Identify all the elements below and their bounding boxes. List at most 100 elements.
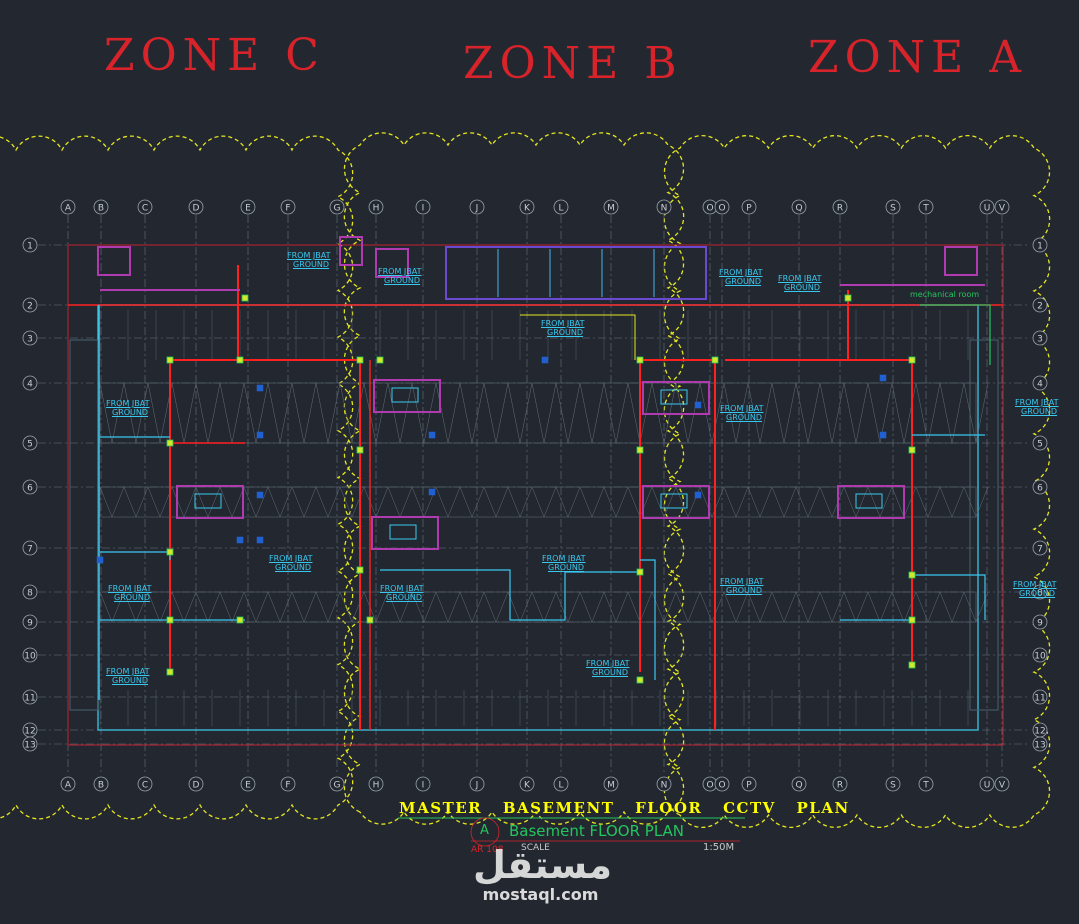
parking-bay <box>699 591 725 623</box>
grid-bubble-bottom-circle <box>553 776 569 792</box>
grid-bubble-bottom-circle <box>714 776 730 792</box>
from-jbat-line2: GROUND <box>386 593 423 602</box>
grid-bubble-top: N <box>661 204 668 214</box>
parking-bay <box>171 486 197 518</box>
cable-run <box>170 359 361 730</box>
grid-bubble-top-circle <box>519 199 535 215</box>
cctv-camera <box>636 676 644 684</box>
parking-bay <box>939 486 965 518</box>
from-jbat-line1: FROM JBAT <box>720 404 764 413</box>
parking-bay <box>579 486 605 518</box>
parking-bay <box>147 591 173 623</box>
grid-bubble-bottom-circle <box>832 776 848 792</box>
grid-bubble-bottom: U <box>984 781 991 791</box>
stair-inner <box>660 389 688 405</box>
parking-bay <box>531 486 557 518</box>
from-jbat-line1: FROM JBAT <box>269 554 313 563</box>
parking-bay <box>963 486 989 518</box>
grid-bubble-top-circle <box>994 199 1010 215</box>
parking-bay <box>939 382 965 444</box>
grid-bubble-right: 13 <box>1034 741 1045 751</box>
cable-run <box>100 551 171 560</box>
grid-bubble-bottom-circle <box>656 776 672 792</box>
grid-bubble-bottom-circle <box>918 776 934 792</box>
cable-run <box>380 569 640 621</box>
grid-bubble-right-circle <box>1032 435 1048 451</box>
from-jbat-line1: FROM JBAT <box>1015 398 1059 407</box>
parking-bay <box>699 486 725 518</box>
parking-bay <box>603 486 629 518</box>
parking-bay <box>747 486 773 518</box>
sheet-ref-number: AR 108 <box>471 845 504 855</box>
grid-bubble-right-circle <box>1032 540 1048 556</box>
from-jbat-line2: GROUND <box>112 408 149 417</box>
grid-bubble-right: 2 <box>1037 302 1043 312</box>
zone-a-cloud <box>663 135 1051 828</box>
from-jbat-line2: GROUND <box>725 277 762 286</box>
column-marker <box>879 374 887 382</box>
grid-bubble-top-circle <box>469 199 485 215</box>
cctv-camera <box>711 356 719 364</box>
grid-bubble-right: 1 <box>1037 242 1043 252</box>
cctv-devices <box>96 294 916 684</box>
cctv-camera <box>236 616 244 624</box>
grid-bubble-right-circle <box>1032 297 1048 313</box>
from-jbat-line1: FROM JBAT <box>719 268 763 277</box>
from-jbat-line2: GROUND <box>384 276 421 285</box>
grid-bubble-bottom-circle <box>603 776 619 792</box>
stair-inner <box>855 493 883 509</box>
cctv-camera <box>166 439 174 447</box>
parking-bay <box>411 382 437 444</box>
grid-bubble-left-circle <box>22 435 38 451</box>
grid-bubble-bottom: N <box>661 781 668 791</box>
grid-bubble-top: U <box>984 204 991 214</box>
grid-bubble-top: B <box>98 204 104 214</box>
grid-bubble-top: K <box>524 204 531 214</box>
grid-bubble-top-circle <box>240 199 256 215</box>
parking-bay <box>195 382 221 444</box>
parking-bay <box>243 486 269 518</box>
parking-row <box>99 486 977 518</box>
grid-bubble-top-circle <box>137 199 153 215</box>
grid-bubble-top-circle <box>885 199 901 215</box>
grid-bubble-left: 8 <box>27 589 33 599</box>
parking-bay <box>123 382 149 444</box>
parking-row <box>99 591 977 623</box>
cctv-camera <box>636 568 644 576</box>
parking-bay <box>771 382 797 444</box>
grid-bubble-top-circle <box>553 199 569 215</box>
grid-bubble-left: 12 <box>24 727 35 737</box>
grid-bubble-bottom-circle <box>188 776 204 792</box>
from-jbat-line1: FROM JBAT <box>287 251 331 260</box>
parking-bay <box>507 486 533 518</box>
grid-bubble-bottom-circle <box>368 776 384 792</box>
parking-bay <box>675 591 701 623</box>
parking-bay <box>795 591 821 623</box>
grid-bubble-bottom: L <box>558 781 563 791</box>
cable-run <box>912 574 986 620</box>
from-jbat-line1: FROM JBAT <box>378 267 422 276</box>
parking-bay <box>195 486 221 518</box>
parking-bay <box>819 382 845 444</box>
parking-bay <box>843 591 869 623</box>
grid-bubble-top-circle <box>60 199 76 215</box>
parking-bay <box>363 382 389 444</box>
grid-bubble-bottom: V <box>999 781 1006 791</box>
grid-bubble-bottom: F <box>285 781 290 791</box>
cctv-camera <box>844 294 852 302</box>
grid-bubble-right: 4 <box>1037 380 1043 390</box>
zone-c-cloud <box>0 135 354 820</box>
grid-bubble-left: 13 <box>24 741 35 751</box>
mechanical-room-label: mechanical room <box>910 290 980 299</box>
grid-bubble-left: 9 <box>27 619 33 629</box>
grid-bubble-top-circle <box>741 199 757 215</box>
grid-bubble-left-circle <box>22 237 38 253</box>
cctv-camera <box>356 446 364 454</box>
grid-bubble-right: 11 <box>1034 694 1045 704</box>
cctv-camera <box>908 446 916 454</box>
